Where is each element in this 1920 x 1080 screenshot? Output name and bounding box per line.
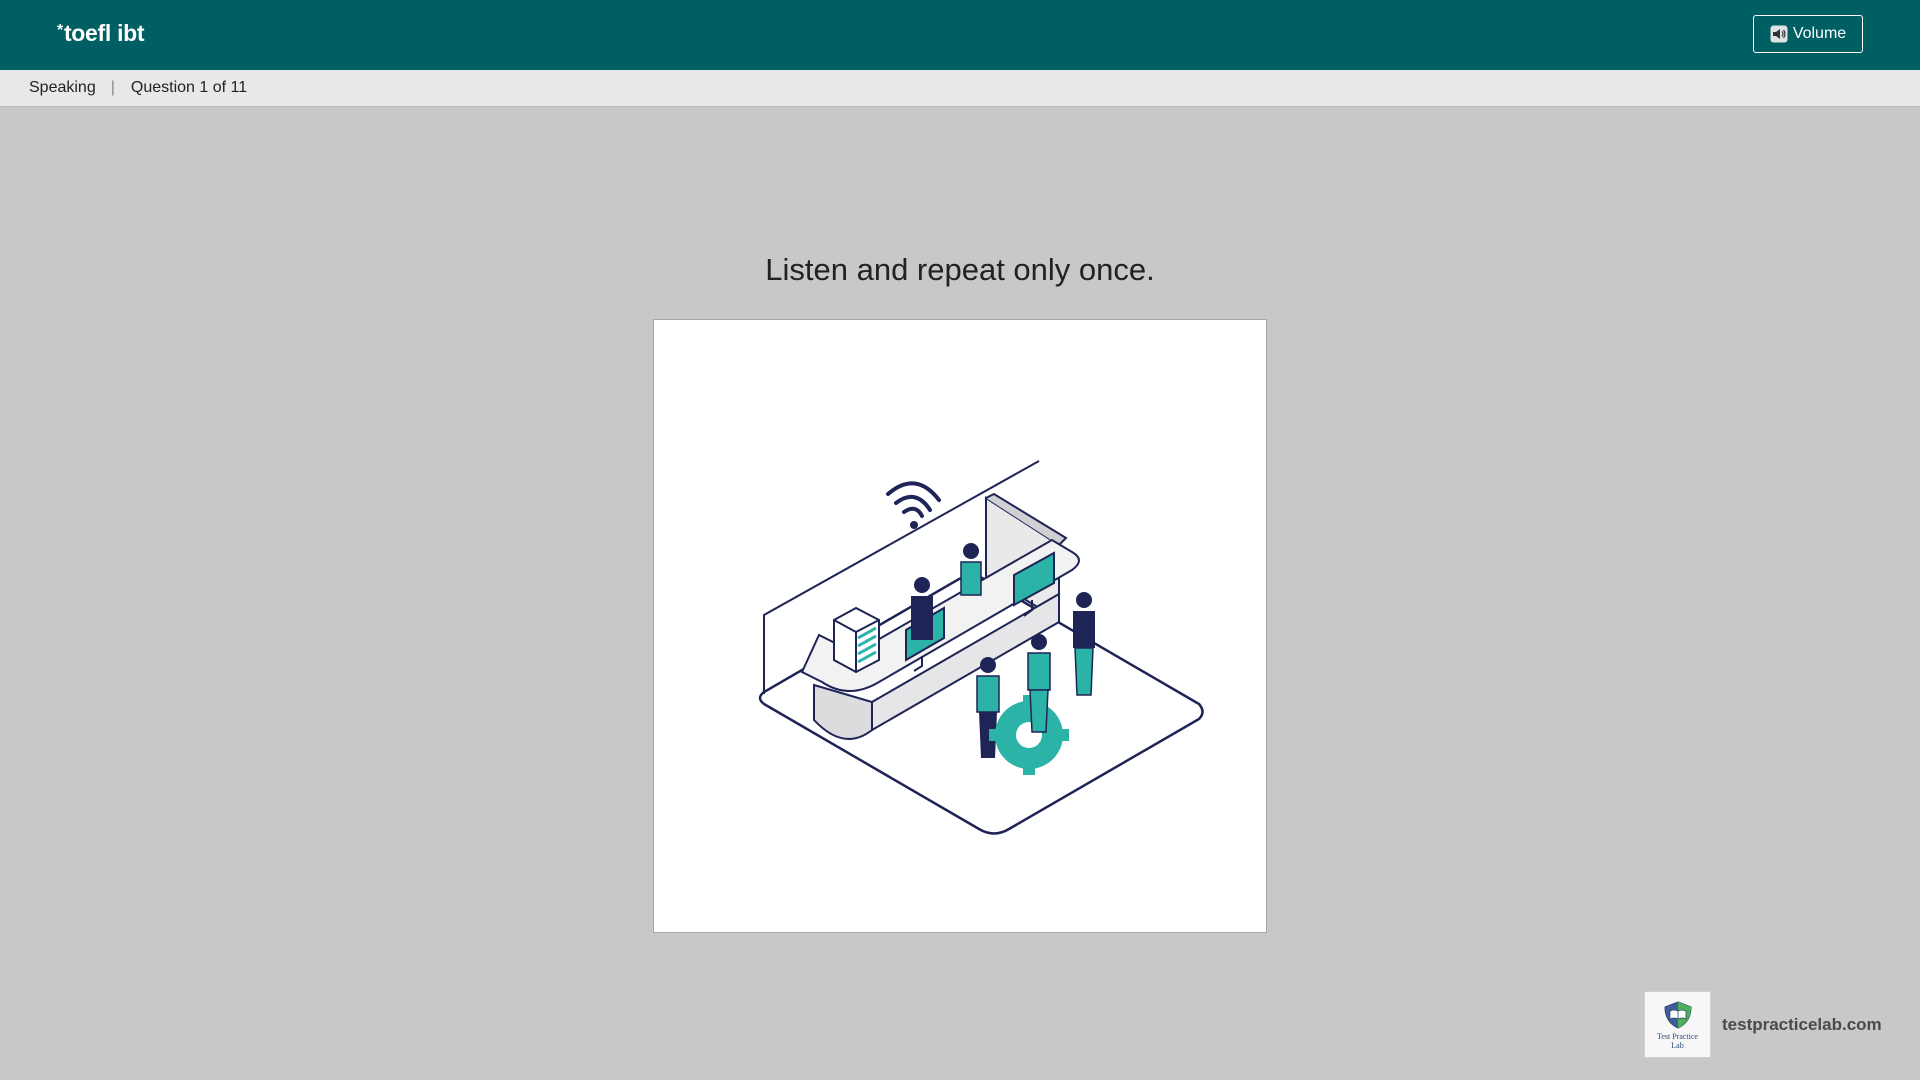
toefl-logo: *toefl ibt [57,20,145,47]
brand-url[interactable]: testpracticelab.com [1722,1014,1882,1034]
instruction-text: Listen and repeat only once. [765,252,1155,287]
shield-book-icon [1663,1000,1692,1029]
help-desk-illustration [758,460,1204,835]
volume-button[interactable]: Volume [1753,15,1863,53]
brand-logo-line1: Test Practice [1657,1031,1698,1041]
logo-text: toefl ibt [63,20,145,46]
speaker-icon [1770,25,1788,43]
logo-star: * [57,22,63,39]
question-counter: Question 1 of 11 [130,79,248,96]
breadcrumb: Speaking | Question 1 of 11 [0,70,1920,107]
section-label: Speaking [29,79,96,96]
illustration-frame [653,319,1267,933]
brand-logo-line2: Lab [1671,1040,1684,1050]
volume-label: Volume [1792,25,1847,42]
breadcrumb-separator: | [110,79,115,96]
top-bar: *toefl ibt Volume [0,0,1920,70]
